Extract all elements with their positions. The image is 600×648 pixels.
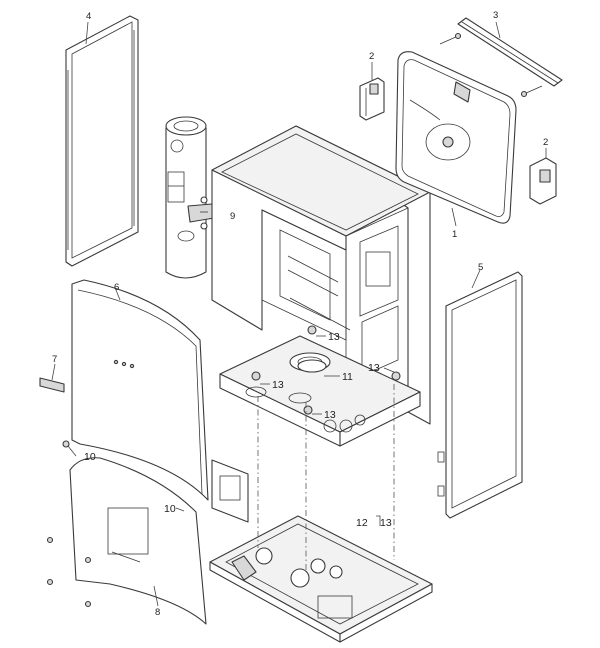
mounting-plate [211, 459, 249, 523]
loose-screws [46, 536, 92, 608]
callout-12: 12 [356, 517, 368, 529]
mounting-bar [457, 17, 563, 87]
callout-5: 5 [478, 262, 483, 273]
siphon-pipe [165, 116, 207, 279]
callout-13b: 13 [368, 362, 380, 374]
front-cover [71, 279, 209, 501]
nut-4 [303, 405, 313, 415]
callout-13e: 13 [380, 517, 392, 529]
callout-13c: 13 [272, 379, 284, 391]
callout-11: 11 [342, 371, 353, 383]
callout-9: 9 [230, 211, 235, 222]
callout-10b: 10 [164, 503, 176, 515]
callout-2b: 2 [543, 137, 548, 148]
screw-top [439, 32, 462, 45]
logo-badge [39, 377, 65, 393]
control-box [395, 51, 517, 224]
left-side-panel [65, 15, 139, 267]
base-tray [209, 515, 433, 643]
screw-10-left [62, 440, 70, 448]
screw-bottom [520, 85, 543, 98]
callout-3: 3 [493, 10, 498, 21]
boiler-casing [211, 125, 431, 447]
callout-7: 7 [52, 354, 57, 365]
callout-8: 8 [155, 607, 160, 618]
hinge-left [359, 77, 385, 121]
callout-10a: 10 [84, 451, 96, 463]
pipe-clip [187, 196, 215, 230]
lower-flap [69, 457, 207, 625]
right-side-panel [437, 271, 523, 519]
nut-3 [391, 371, 401, 381]
callout-13a: 13 [328, 331, 340, 343]
callout-1: 1 [452, 229, 457, 240]
callout-6: 6 [114, 282, 119, 293]
callout-4: 4 [86, 11, 91, 22]
nut-1 [307, 325, 317, 335]
hinge-right [529, 157, 557, 205]
callout-2a: 2 [369, 51, 374, 62]
nut-2 [251, 371, 261, 381]
callout-13d: 13 [324, 409, 336, 421]
seal-ring [297, 359, 327, 373]
